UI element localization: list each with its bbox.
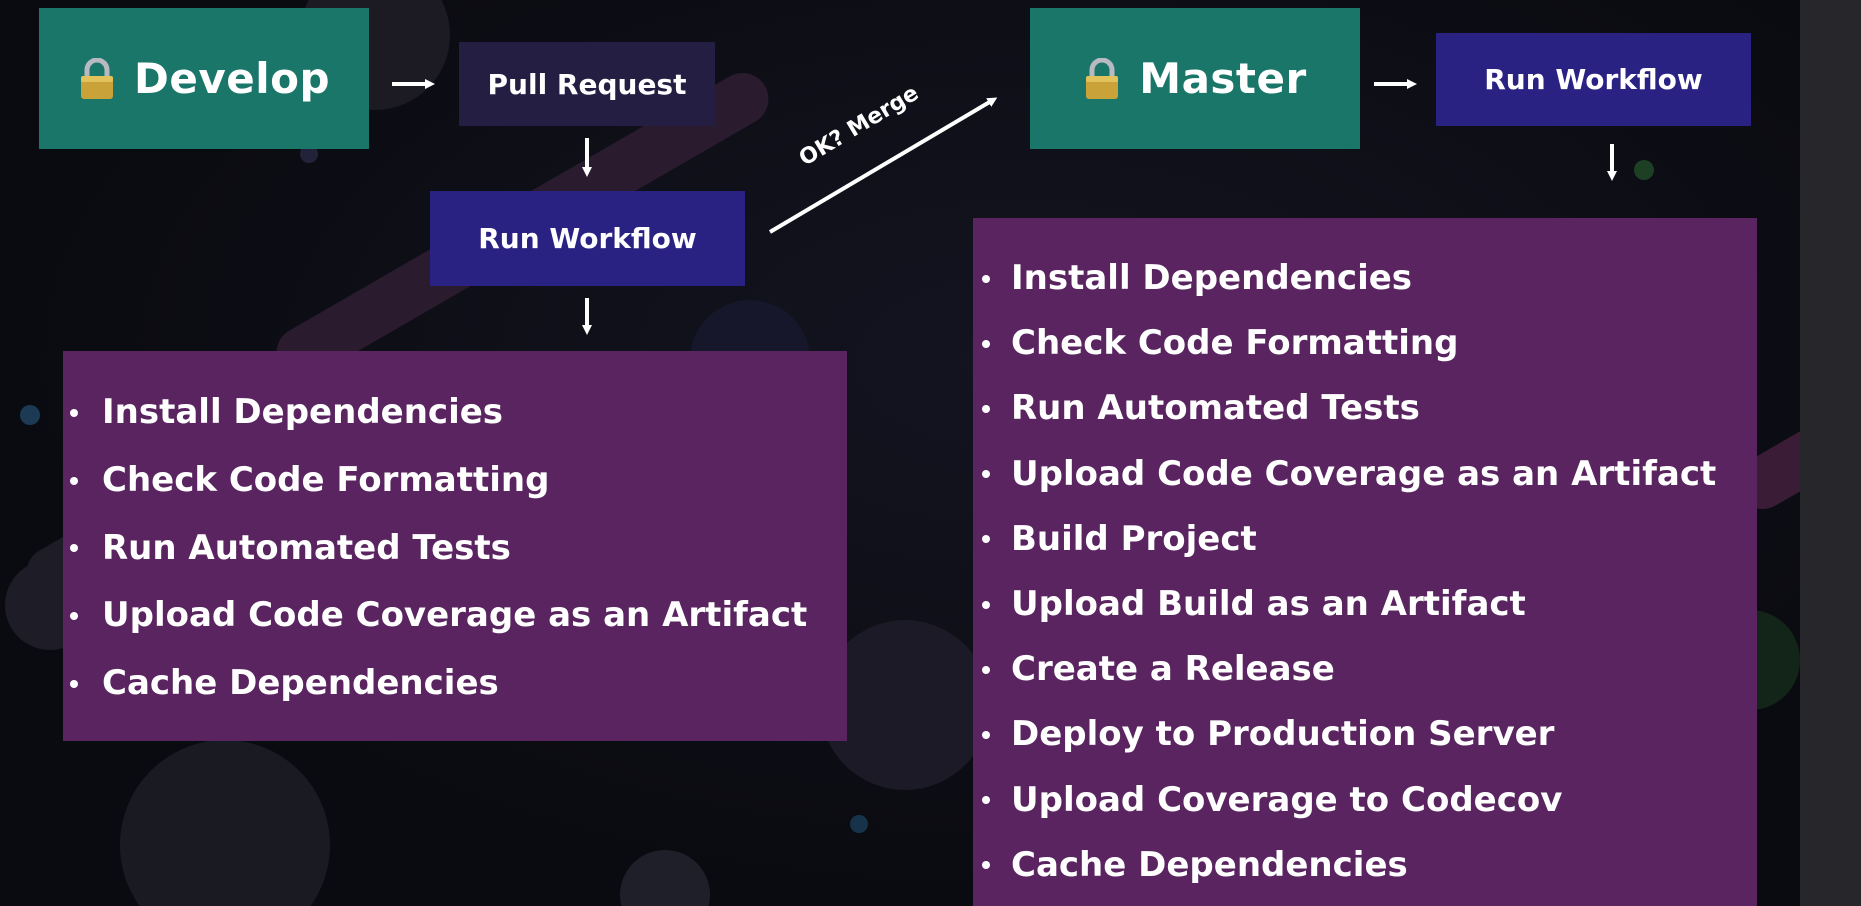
step-item: Upload Code Coverage as an Artifact (63, 582, 847, 650)
master-branch-label: Master (1139, 54, 1307, 103)
step-label: Check Code Formatting (1011, 323, 1459, 364)
bullet-icon (70, 408, 78, 417)
step-label: Check Code Formatting (102, 459, 550, 500)
step-item: Install Dependencies (973, 246, 1757, 311)
step-label: Install Dependencies (102, 392, 504, 432)
develop-run-workflow-box: Run Workflow (430, 191, 745, 286)
step-item: Run Automated Tests (973, 376, 1757, 441)
lock-icon (1086, 57, 1119, 99)
master-branch-box: Master (1030, 8, 1360, 149)
background-dot (300, 145, 318, 163)
master-run-workflow-box: Run Workflow (1436, 33, 1751, 126)
master-run-workflow-label: Run Workflow (1484, 63, 1703, 96)
step-label: Deploy to Production Server (1011, 714, 1555, 755)
bullet-icon (982, 861, 990, 870)
step-label: Cache Dependencies (1011, 844, 1408, 885)
step-label: Upload Code Coverage as an Artifact (1011, 453, 1717, 494)
bullet-icon (982, 274, 990, 283)
bullet-icon (70, 680, 78, 689)
develop-branch-label: Develop (133, 54, 331, 103)
develop-branch-box: Develop (39, 8, 369, 149)
step-item: Upload Coverage to Codecov (973, 768, 1757, 833)
background-circle (820, 620, 990, 790)
bullet-icon (982, 535, 990, 544)
step-label: Upload Coverage to Codecov (1011, 779, 1563, 820)
pull-request-label: Pull Request (487, 67, 687, 101)
step-item: Deploy to Production Server (973, 702, 1757, 767)
step-item: Build Project (973, 507, 1757, 572)
bullet-icon (982, 470, 990, 479)
step-label: Run Automated Tests (1011, 388, 1420, 429)
bullet-icon (982, 600, 990, 609)
step-label: Upload Code Coverage as an Artifact (102, 595, 808, 636)
step-item: Run Automated Tests (63, 515, 847, 583)
step-item: Check Code Formatting (63, 447, 847, 515)
bullet-icon (982, 796, 990, 805)
bullet-icon (982, 404, 990, 413)
right-edge-strip (1800, 0, 1861, 906)
bullet-icon (70, 476, 78, 485)
step-item: Check Code Formatting (973, 311, 1757, 376)
bullet-icon (982, 730, 990, 739)
pull-request-box: Pull Request (459, 42, 715, 126)
background-dot (850, 815, 868, 833)
arrow-merge-to-master (768, 97, 998, 234)
bullet-icon (982, 339, 990, 348)
step-item: Install Dependencies (63, 379, 847, 447)
background-dot (20, 405, 40, 425)
step-label: Cache Dependencies (102, 663, 499, 704)
step-item: Cache Dependencies (63, 650, 847, 718)
lock-icon (80, 57, 113, 99)
step-item: Cache Dependencies (973, 833, 1757, 898)
step-item: Create a Release (973, 637, 1757, 702)
step-label: Create a Release (1011, 649, 1335, 690)
develop-run-workflow-label: Run Workflow (478, 222, 697, 255)
bullet-icon (70, 544, 78, 553)
background-dot (1634, 160, 1654, 180)
background-circle (120, 740, 330, 906)
bullet-icon (70, 612, 78, 621)
step-label: Upload Build as an Artifact (1011, 583, 1526, 624)
step-label: Build Project (1011, 518, 1257, 559)
step-label: Run Automated Tests (102, 527, 511, 568)
bullet-icon (982, 665, 990, 674)
step-item: Upload Build as an Artifact (973, 572, 1757, 637)
step-label: Install Dependencies (1011, 258, 1413, 298)
step-item: Upload Code Coverage as an Artifact (973, 442, 1757, 507)
